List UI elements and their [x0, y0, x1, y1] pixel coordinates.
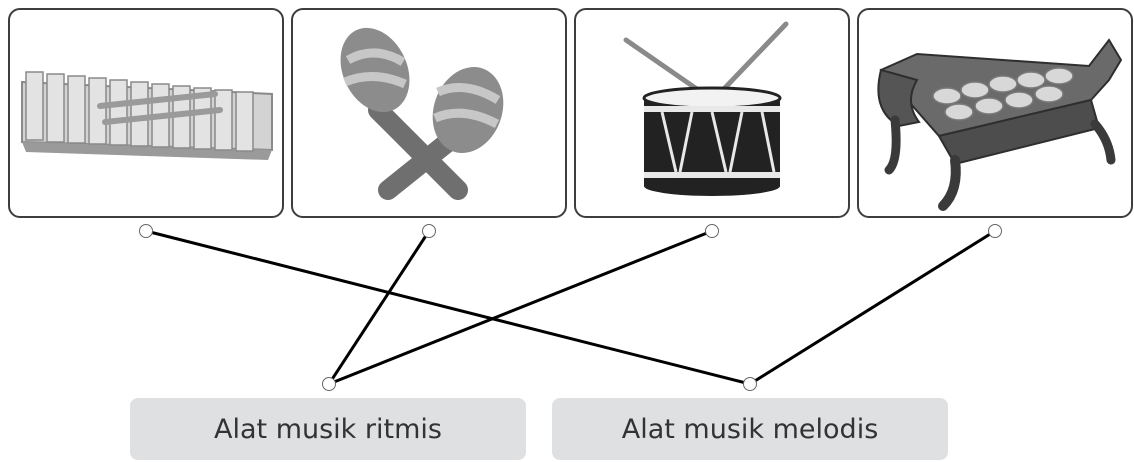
match-line-gamelan-melodic	[749, 229, 996, 386]
item-connector-maracas[interactable]	[422, 224, 436, 238]
maracas-icon	[340, 27, 504, 200]
target-melodic-label: Alat musik melodis	[621, 413, 879, 445]
target-rhythmic-label: Alat musik ritmis	[214, 413, 442, 445]
target-melodic[interactable]: Alat musik melodis	[552, 398, 948, 460]
item-connector-drum[interactable]	[705, 224, 719, 238]
match-line-drum-rhythmic	[328, 229, 713, 386]
gamelan-saron-icon	[877, 38, 1123, 211]
item-connector-xylophone[interactable]	[139, 224, 153, 238]
match-line-maracas-rhythmic	[327, 230, 431, 385]
item-card-gamelan[interactable]	[857, 8, 1133, 218]
drum-icon	[623, 21, 789, 196]
target-rhythmic[interactable]: Alat musik ritmis	[130, 398, 526, 460]
match-line-xylophone-melodic	[145, 229, 751, 386]
xylophone-icon	[21, 71, 273, 160]
target-connector-rhythmic[interactable]	[322, 377, 336, 391]
item-card-xylophone[interactable]	[8, 8, 284, 218]
item-card-maracas[interactable]	[291, 8, 567, 218]
item-connector-gamelan[interactable]	[988, 224, 1002, 238]
item-card-drum[interactable]	[574, 8, 850, 218]
target-connector-melodic[interactable]	[743, 377, 757, 391]
